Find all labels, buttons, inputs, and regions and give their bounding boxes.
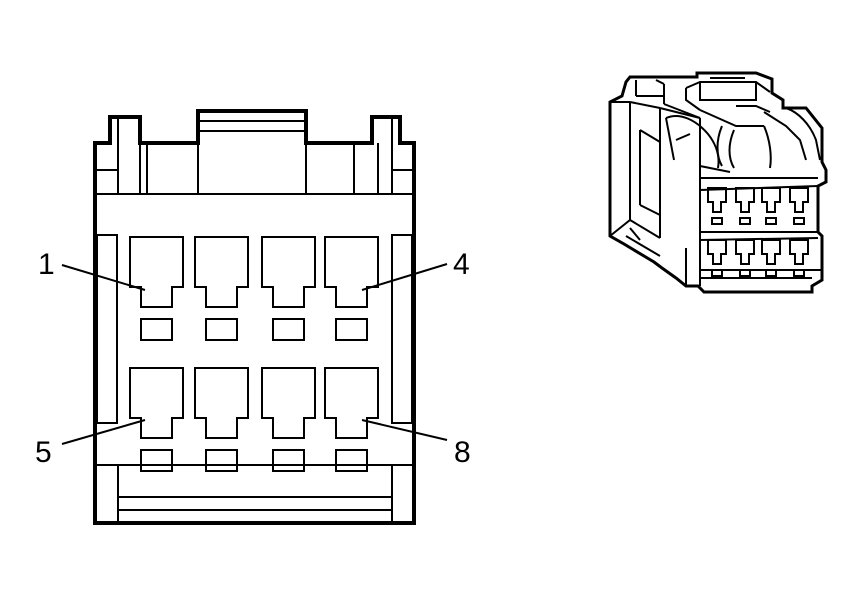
leader-line-4 bbox=[361, 263, 448, 291]
leader-line-8 bbox=[361, 419, 448, 441]
left-side-rail bbox=[96, 234, 118, 424]
terminal-lock-window-1 bbox=[140, 318, 173, 341]
terminal-cavity-2 bbox=[194, 236, 249, 308]
terminal-cavity-5 bbox=[129, 367, 184, 439]
terminal-lock-window-6 bbox=[205, 449, 238, 472]
iso-terminal-lock-window-8 bbox=[793, 269, 805, 277]
terminal-cavity-8 bbox=[324, 367, 379, 439]
iso-terminal-lock-window-2 bbox=[739, 217, 751, 225]
pin-label-8: 8 bbox=[454, 436, 471, 469]
connector-face-view bbox=[61, 109, 448, 525]
iso-terminal-cavity-4 bbox=[789, 187, 809, 213]
pin-label-5: 5 bbox=[35, 436, 52, 469]
right-latch-tab bbox=[353, 119, 412, 194]
leader-lines bbox=[61, 263, 448, 445]
iso-terminal-lock-window-1 bbox=[711, 217, 723, 225]
connector-isometric-view bbox=[608, 71, 828, 294]
isometric-terminal-cavities bbox=[707, 187, 809, 277]
bottom-rail bbox=[97, 464, 412, 521]
terminal-cavity-1 bbox=[129, 236, 184, 308]
iso-terminal-lock-window-5 bbox=[711, 269, 723, 277]
terminal-cavity-4 bbox=[324, 236, 379, 308]
iso-terminal-cavity-2 bbox=[735, 187, 755, 213]
pin-label-4: 4 bbox=[453, 248, 470, 281]
iso-terminal-cavity-7 bbox=[761, 239, 781, 265]
terminal-lock-window-7 bbox=[272, 449, 305, 472]
iso-terminal-cavity-8 bbox=[789, 239, 809, 265]
iso-terminal-lock-window-7 bbox=[765, 269, 777, 277]
connector-outline bbox=[93, 109, 416, 525]
terminal-lock-window-5 bbox=[140, 449, 173, 472]
pin-label-1: 1 bbox=[38, 248, 55, 281]
terminal-cavities bbox=[129, 236, 379, 472]
terminal-lock-window-2 bbox=[205, 318, 238, 341]
terminal-lock-window-4 bbox=[335, 318, 368, 341]
iso-terminal-cavity-5 bbox=[707, 239, 727, 265]
top-lock-block bbox=[146, 120, 307, 194]
terminal-cavity-6 bbox=[194, 367, 249, 439]
terminal-lock-window-8 bbox=[335, 449, 368, 472]
iso-terminal-lock-window-3 bbox=[765, 217, 777, 225]
right-side-rail bbox=[391, 234, 413, 424]
iso-terminal-lock-window-6 bbox=[739, 269, 751, 277]
terminal-cavity-7 bbox=[261, 367, 316, 439]
leader-line-1 bbox=[61, 264, 146, 291]
terminal-lock-window-3 bbox=[272, 318, 305, 341]
iso-terminal-cavity-1 bbox=[707, 187, 727, 213]
iso-terminal-cavity-6 bbox=[735, 239, 755, 265]
iso-terminal-lock-window-4 bbox=[793, 217, 805, 225]
leader-line-5 bbox=[61, 419, 146, 445]
iso-terminal-cavity-3 bbox=[761, 187, 781, 213]
left-latch-tab bbox=[97, 119, 141, 194]
terminal-cavity-3 bbox=[261, 236, 316, 308]
